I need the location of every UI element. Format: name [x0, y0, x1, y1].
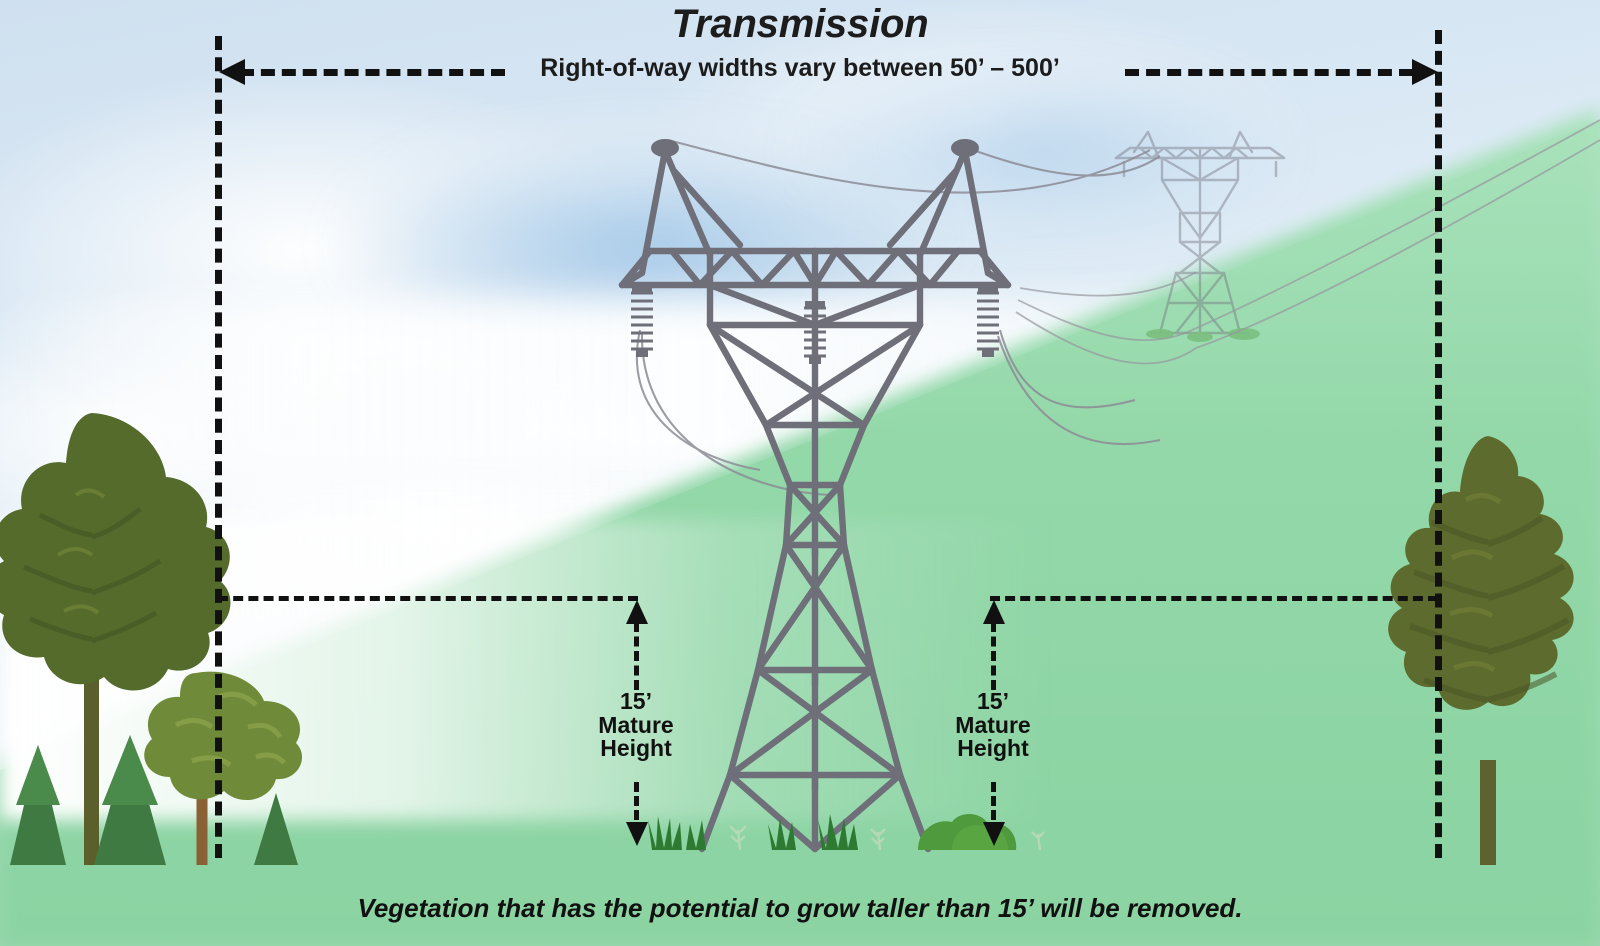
- left-height-measure-upper: [634, 622, 639, 690]
- right-mature-height-label: 15’ Mature Height: [913, 688, 1073, 762]
- arrow-right-icon: [1412, 59, 1438, 85]
- arrow-left-icon: [219, 59, 245, 85]
- small-weed: [729, 825, 1045, 851]
- arrow-down-icon: [983, 822, 1005, 846]
- distant-transmission-tower: [1114, 130, 1286, 342]
- main-transmission-tower: [618, 139, 1012, 853]
- arrow-up-icon: [626, 600, 648, 624]
- row-width-dimension-line-left: [240, 69, 505, 76]
- insulator-string: [631, 286, 999, 364]
- right-pine-tree: [1388, 436, 1574, 865]
- left-mature-height-label: 15’ Mature Height: [556, 688, 716, 762]
- sky-blue-patch: [780, 60, 1300, 240]
- small-conifer: [94, 735, 166, 865]
- deciduous-tree: [144, 671, 303, 865]
- diagram-caption: Vegetation that has the potential to gro…: [357, 893, 1243, 923]
- grass-tuft: [768, 818, 796, 850]
- left-mature-height-line1: Mature: [598, 711, 674, 738]
- grass-tuft: [648, 816, 706, 850]
- arrow-down-icon: [626, 822, 648, 846]
- left-mature-height-reference-line: [218, 596, 638, 601]
- right-mature-height-value: 15’: [977, 688, 1009, 714]
- left-height-measure-lower: [634, 782, 639, 834]
- row-width-label: Right-of-way widths vary between 50’ – 5…: [0, 54, 1600, 83]
- row-width-dimension-line-right: [1125, 69, 1413, 76]
- row-width-label-text: Right-of-way widths vary between 50’ – 5…: [540, 54, 1060, 82]
- page-title: Transmission: [671, 2, 929, 46]
- right-height-measure-lower: [991, 782, 996, 834]
- right-height-measure-upper: [991, 622, 996, 690]
- left-mature-height-value: 15’: [620, 688, 652, 714]
- right-mature-height-reference-line: [990, 596, 1438, 601]
- right-row-boundary-line: [1435, 30, 1442, 858]
- right-mature-height-line1: Mature: [955, 711, 1031, 738]
- small-conifer: [10, 745, 66, 865]
- left-row-boundary-line: [215, 36, 222, 858]
- grass-tuft: [818, 814, 858, 850]
- right-mature-height-line2: Height: [957, 735, 1029, 762]
- small-conifer: [254, 793, 298, 865]
- tall-pine-tree: [0, 413, 231, 865]
- left-tree-cluster: [0, 413, 303, 865]
- arrow-up-icon: [983, 600, 1005, 624]
- left-mature-height-line2: Height: [600, 735, 672, 762]
